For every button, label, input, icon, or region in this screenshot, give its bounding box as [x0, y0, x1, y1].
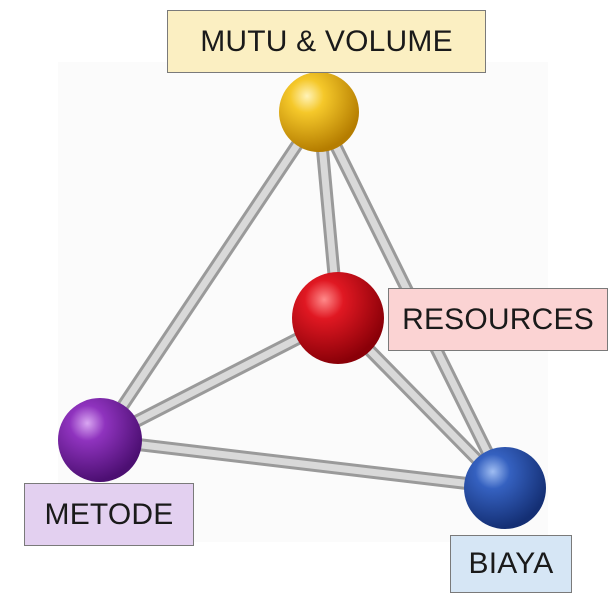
center-sphere [292, 272, 384, 364]
bottom-sphere [464, 447, 546, 529]
label-metode: METODE [24, 483, 194, 546]
left-sphere [58, 398, 142, 482]
rod-top-left-hi [96, 108, 323, 444]
rod-left-bottom-hi [96, 436, 509, 492]
label-biaya: BIAYA [450, 535, 572, 593]
label-mutu-volume: MUTU & VOLUME [167, 10, 486, 73]
top-sphere [279, 72, 359, 152]
label-resources: RESOURCES [388, 288, 608, 351]
